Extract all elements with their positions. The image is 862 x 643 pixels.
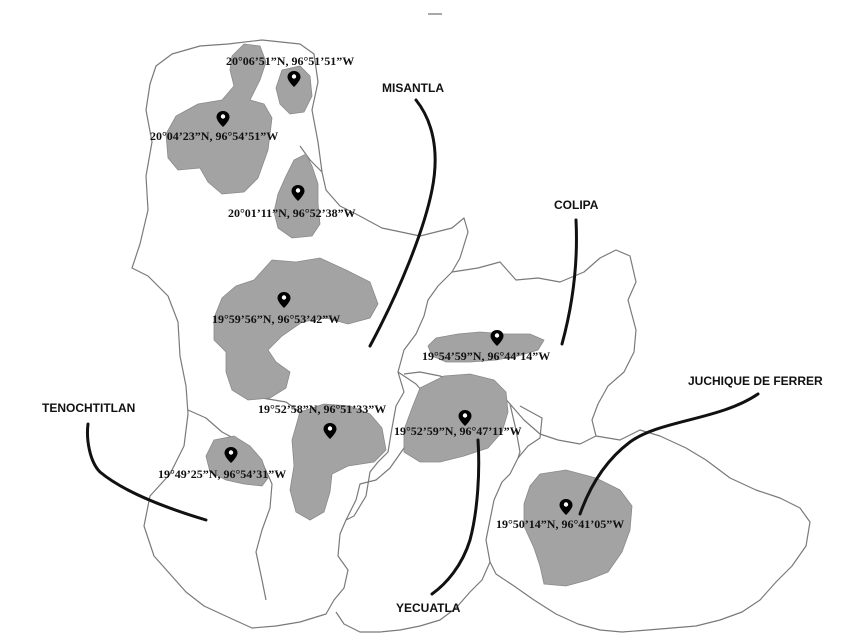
site-coord-label: 19°54’59”N, 96°44’14”W xyxy=(422,349,550,363)
region-s1 xyxy=(275,65,313,115)
misantla-boundary xyxy=(131,39,469,629)
site-coord-label: 19°59’56”N, 96°53’42”W xyxy=(212,312,340,326)
coordinate-labels: 20°06’51”N, 96°51’51”W 20°04’23”N, 96°54… xyxy=(150,54,624,531)
municipality-label-yecuatla: YECUATLA xyxy=(396,601,461,615)
map-pin-icon xyxy=(216,111,230,127)
map-pin-icon xyxy=(490,330,504,346)
map-pin-icon xyxy=(287,71,301,87)
site-coord-label: 20°04’23”N, 96°54’51”W xyxy=(150,129,278,143)
colipa-leader xyxy=(560,218,578,346)
leader-lines xyxy=(86,98,760,596)
site-coord-label: 20°06’51”N, 96°51’51”W xyxy=(226,54,354,68)
municipality-label-misantla: MISANTLA xyxy=(382,81,444,95)
map-pin-icon xyxy=(277,292,291,308)
map-pin-icon xyxy=(458,410,472,426)
map-pin-icon xyxy=(224,447,238,463)
inner-boundary-a xyxy=(509,403,521,459)
site-coord-label: 20°01’11”N, 96°52’38”W xyxy=(228,206,356,220)
region-s7 xyxy=(403,373,509,463)
site-pins xyxy=(216,71,573,515)
region-s9 xyxy=(523,469,633,587)
region-s4 xyxy=(213,257,379,401)
tenochtitlan-boundary xyxy=(187,409,273,601)
region-s5 xyxy=(427,331,545,363)
map-pin-icon xyxy=(559,499,573,515)
municipality-label-tenochtitlan: TENOCHTITLAN xyxy=(42,401,135,415)
site-coord-label: 19°50’14”N, 96°41’05”W xyxy=(496,517,624,531)
yecuatla-leader xyxy=(430,438,481,596)
municipality-label-colipa: COLIPA xyxy=(554,198,599,212)
municipality-label-juchique: JUCHIQUE DE FERRER xyxy=(688,374,823,388)
map-pin-icon xyxy=(323,423,337,439)
tenochtitlan-leader xyxy=(86,422,208,522)
site-coord-label: 19°52’58”N, 96°51’33”W xyxy=(258,402,386,416)
municipality-labels: MISANTLA COLIPA JUCHIQUE DE FERRER TENOC… xyxy=(42,81,823,615)
site-coord-label: 19°49’25”N, 96°54’31”W xyxy=(158,467,286,481)
site-coord-label: 19°52’59”N, 96°47’11”W xyxy=(394,424,522,438)
juchique-boundary xyxy=(489,429,811,633)
inner-boundary-b xyxy=(299,145,323,173)
misantla-leader xyxy=(368,98,437,348)
region-s6 xyxy=(289,403,387,521)
region-s8 xyxy=(205,435,269,487)
juchique-leader xyxy=(578,392,760,516)
map-pin-icon xyxy=(291,185,305,201)
